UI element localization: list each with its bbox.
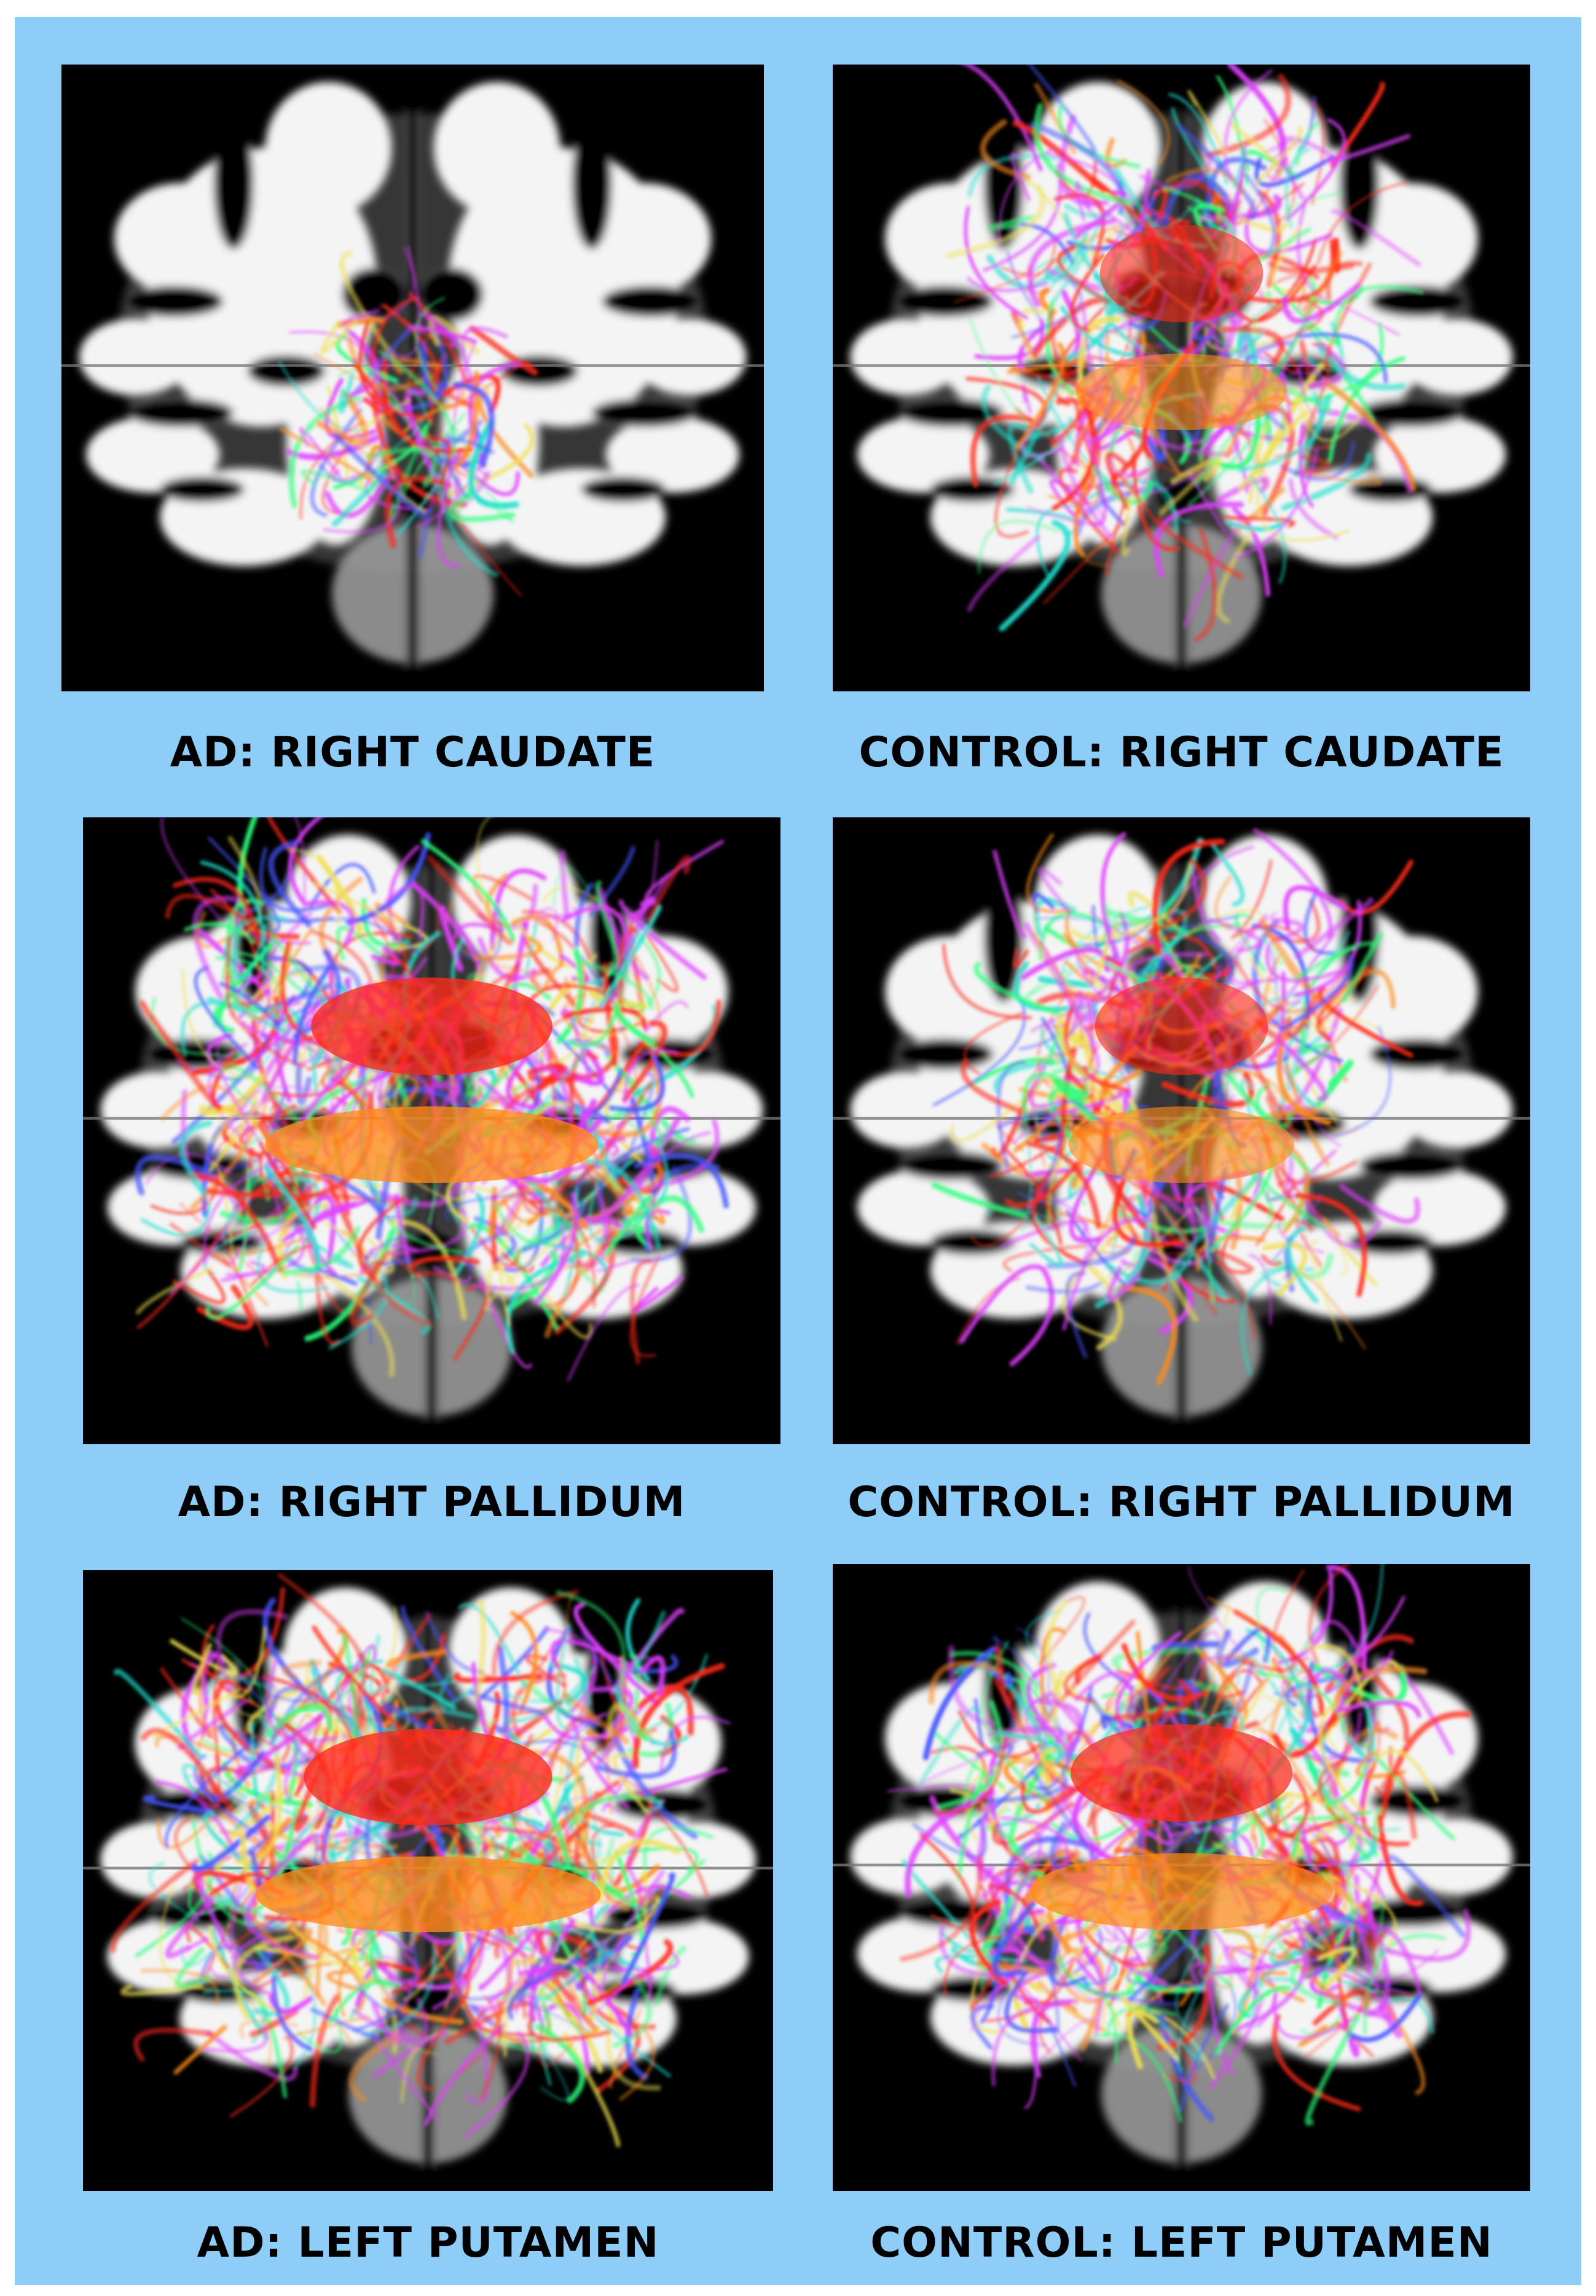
brain-image-control-right-caudate xyxy=(833,65,1530,691)
brain-image-ad-left-putamen xyxy=(83,1570,773,2191)
brain-image-ad-right-caudate xyxy=(61,65,764,691)
caption-control-right-caudate: CONTROL: RIGHT CAUDATE xyxy=(859,728,1504,777)
caption-ad-right-caudate: AD: RIGHT CAUDATE xyxy=(170,728,656,777)
caption-control-left-putamen: CONTROL: LEFT PUTAMEN xyxy=(870,2219,1493,2267)
brain-slice-render xyxy=(833,824,1530,1437)
brain-image-ad-right-pallidum xyxy=(83,817,780,1444)
caption-ad-right-pallidum: AD: RIGHT PALLIDUM xyxy=(178,1478,686,1527)
brain-slice-render xyxy=(83,817,780,1437)
caption-control-right-pallidum: CONTROL: RIGHT PALLIDUM xyxy=(847,1478,1515,1527)
brain-image-control-left-putamen xyxy=(833,1564,1530,2191)
brain-slice-render xyxy=(833,65,1530,685)
brain-slice-render xyxy=(833,1564,1530,2184)
caption-ad-left-putamen: AD: LEFT PUTAMEN xyxy=(197,2219,659,2267)
brain-slice-render xyxy=(83,1573,773,2184)
brain-image-control-right-pallidum xyxy=(833,817,1530,1444)
brain-slice-render xyxy=(61,71,764,685)
